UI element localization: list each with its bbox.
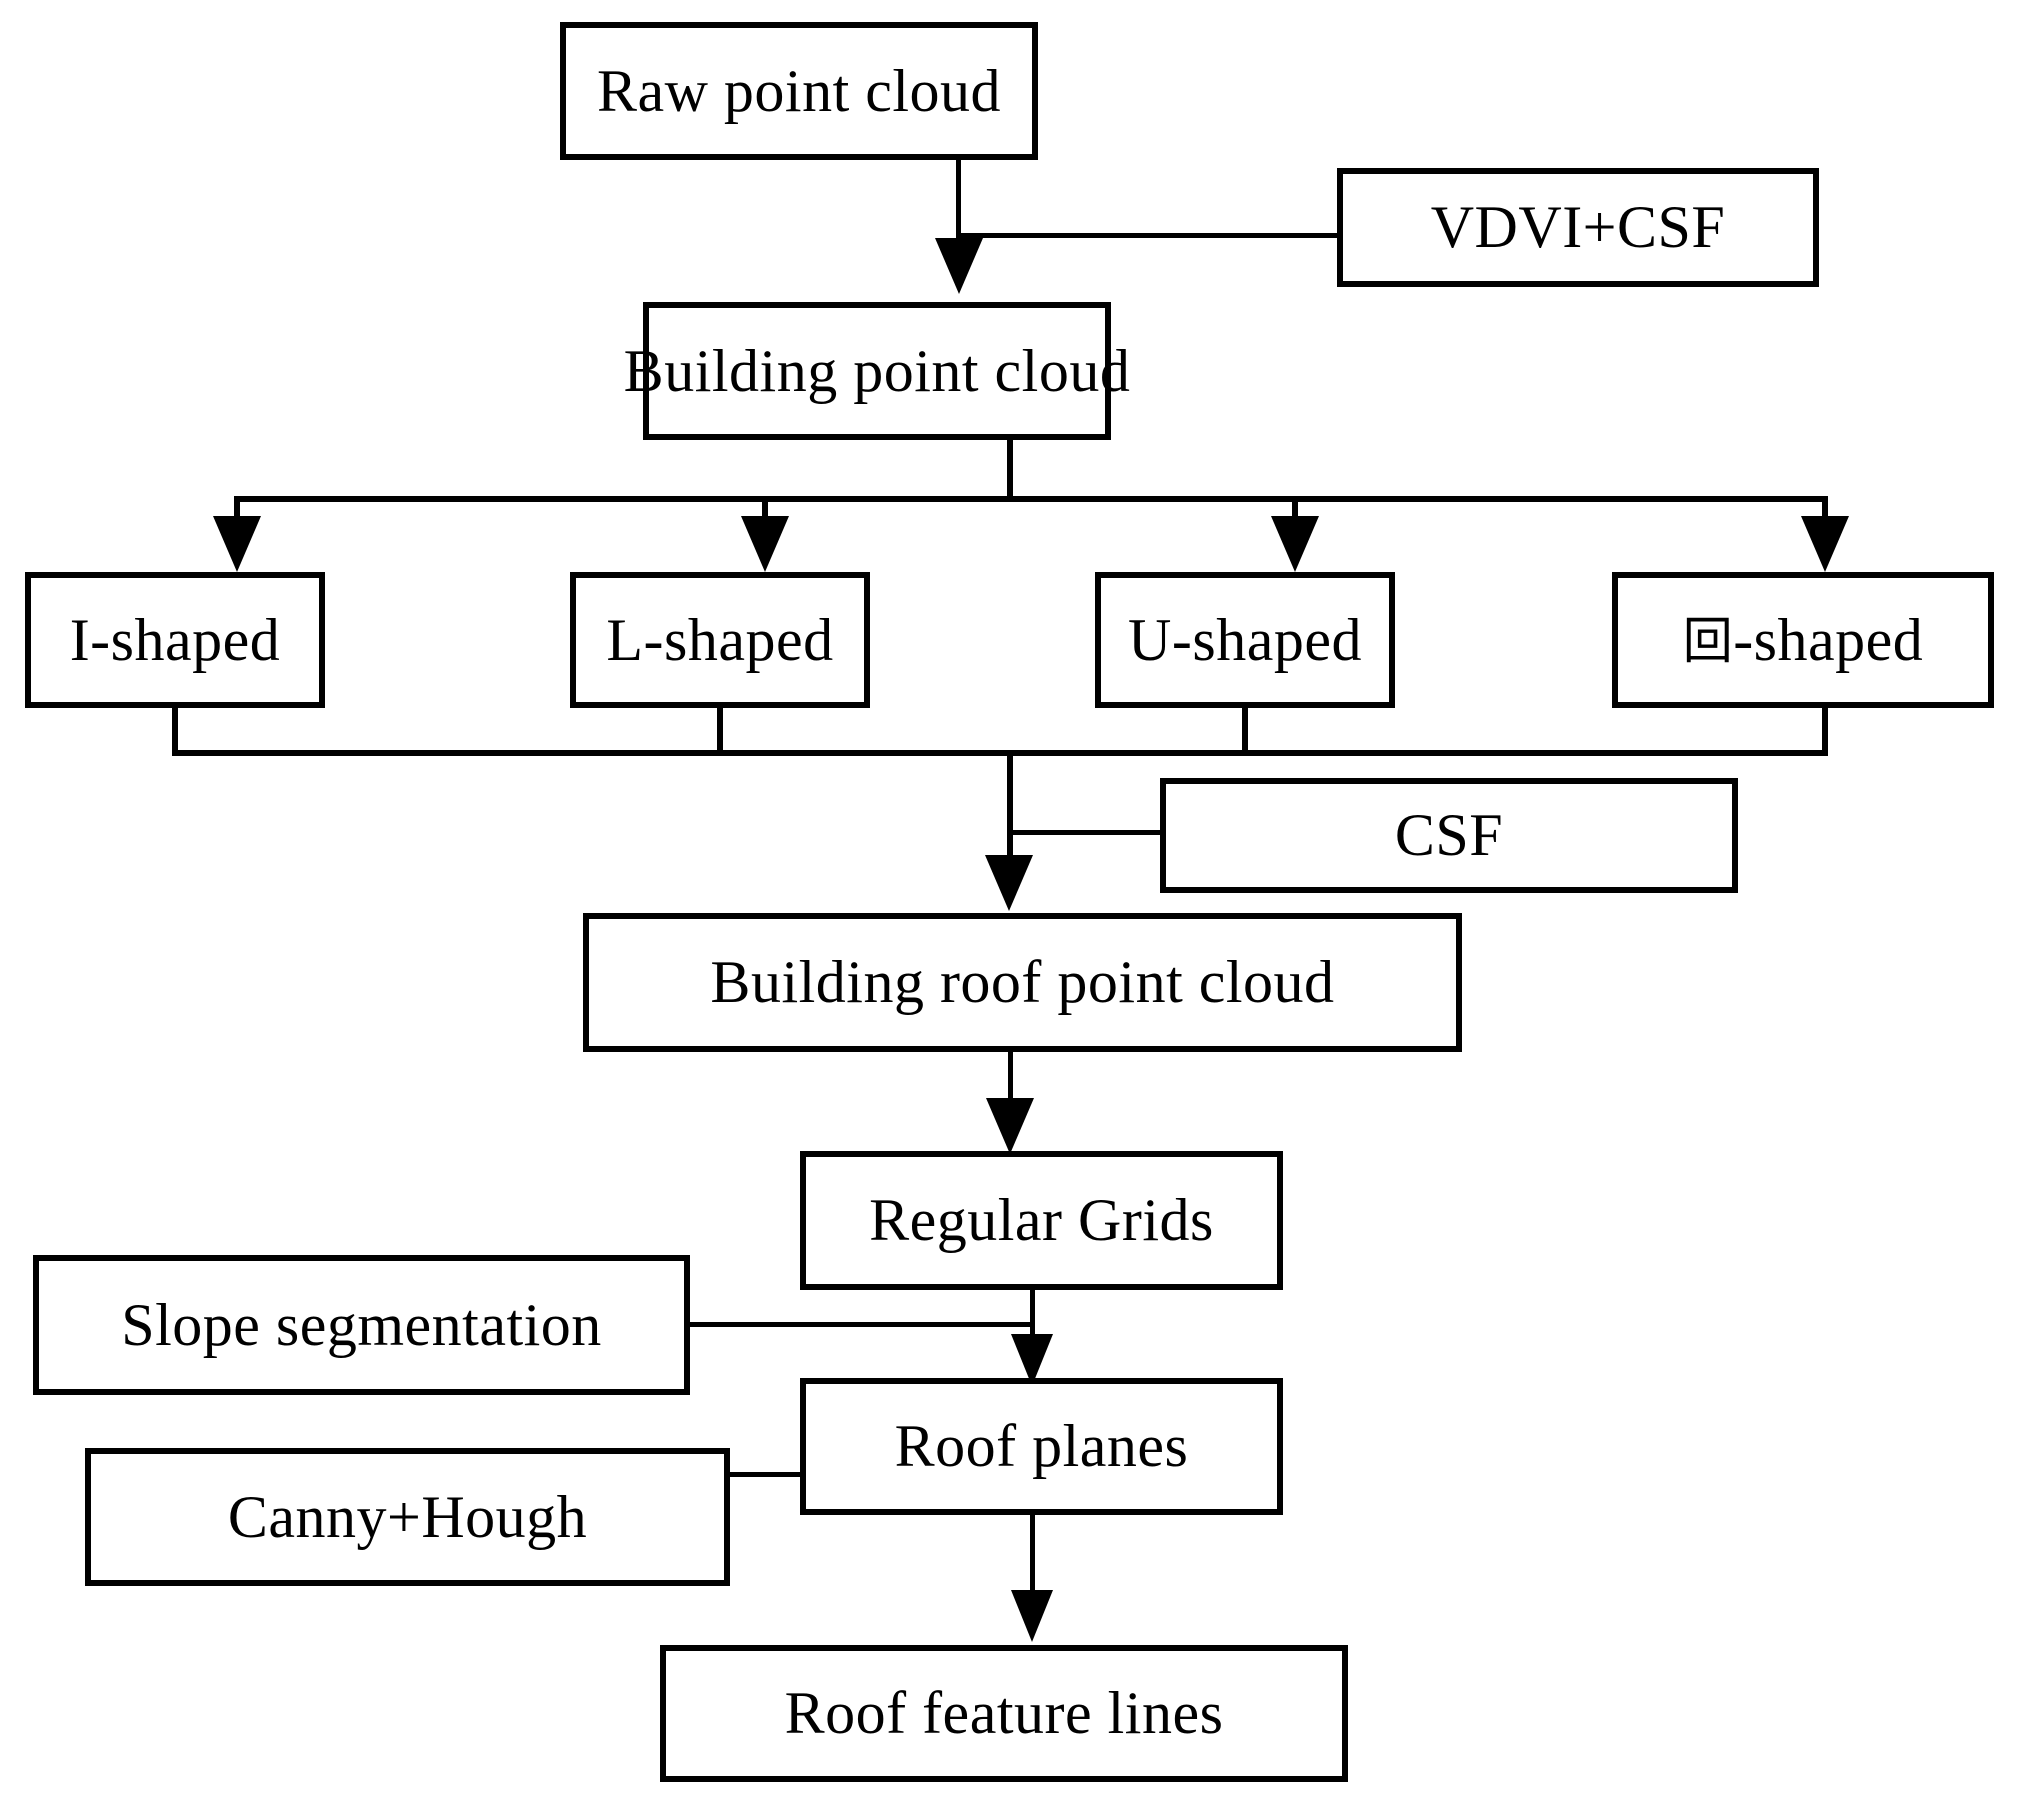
edge-shape-distribution-bus — [234, 496, 1828, 502]
arrowhead-into-shape-hui — [1801, 516, 1849, 572]
edge-roofcloud-to-grids-vertical — [1008, 1052, 1013, 1112]
node-shape-hui-label: 回-shaped — [1682, 606, 1924, 673]
arrowhead-into-regular-grids — [986, 1098, 1034, 1154]
node-regular-grids-label: Regular Grids — [869, 1187, 1214, 1253]
node-csf: CSF — [1160, 778, 1738, 893]
node-canny-hough: Canny+Hough — [85, 1448, 730, 1586]
node-raw-point-cloud-label: Raw point cloud — [596, 57, 1002, 124]
node-building-roof-point-cloud-label: Building roof point cloud — [710, 949, 1335, 1015]
node-slope-segmentation-label: Slope segmentation — [121, 1291, 602, 1358]
edge-planes-to-lines-vertical — [1030, 1515, 1035, 1598]
node-shape-u-label: U-shaped — [1128, 606, 1362, 673]
node-roof-feature-lines-label: Roof feature lines — [784, 1680, 1224, 1746]
node-building-roof-point-cloud: Building roof point cloud — [583, 913, 1462, 1052]
arrowhead-into-roof-feature-lines — [1011, 1590, 1053, 1642]
node-roof-feature-lines: Roof feature lines — [660, 1645, 1348, 1782]
edge-raw-to-building-vertical — [956, 160, 961, 238]
arrowhead-into-roof-planes — [1011, 1334, 1053, 1386]
node-roof-planes: Roof planes — [800, 1378, 1283, 1515]
edge-shape-merge-bus — [172, 750, 1828, 756]
edge-shape-hui-down — [1822, 708, 1828, 756]
edge-shape-u-down — [1242, 708, 1248, 756]
edge-grids-to-planes-vertical — [1030, 1290, 1035, 1375]
node-building-point-cloud: Building point cloud — [624, 302, 1130, 440]
edge-csf-to-spine — [1007, 830, 1162, 835]
hui-character-glyph: 回 — [1682, 611, 1734, 670]
node-regular-grids: Regular Grids — [800, 1151, 1283, 1290]
node-slope-segmentation: Slope segmentation — [33, 1255, 690, 1395]
node-shape-hui-suffix: -shaped — [1733, 606, 1924, 673]
node-shape-u: U-shaped — [1095, 572, 1395, 708]
edge-merge-to-roof-vertical — [1007, 750, 1013, 895]
edge-vdvi-to-spine — [956, 233, 1340, 238]
arrowhead-into-shape-u — [1271, 516, 1319, 572]
arrowhead-into-building-roof-point-cloud — [985, 855, 1033, 911]
node-vdvi-csf-label: VDVI+CSF — [1430, 194, 1726, 260]
node-shape-hui: 回-shaped — [1612, 572, 1994, 708]
node-csf-label: CSF — [1394, 802, 1504, 868]
node-shape-l: L-shaped — [570, 572, 870, 708]
node-vdvi-csf: VDVI+CSF — [1337, 168, 1819, 287]
arrowhead-into-building-point-cloud — [935, 238, 983, 294]
arrowhead-into-shape-l — [741, 516, 789, 572]
edge-building-to-distribution-vertical — [1007, 440, 1013, 502]
arrowhead-into-shape-i — [213, 516, 261, 572]
node-building-point-cloud-label: Building point cloud — [623, 337, 1131, 404]
node-shape-i: I-shaped — [25, 572, 325, 708]
node-shape-l-label: L-shaped — [606, 606, 834, 673]
edge-shape-l-down — [717, 708, 723, 756]
node-raw-point-cloud: Raw point cloud — [560, 22, 1038, 160]
node-roof-planes-label: Roof planes — [894, 1413, 1189, 1479]
node-shape-i-label: I-shaped — [69, 606, 281, 673]
edge-shape-i-down — [172, 708, 178, 756]
node-canny-hough-label: Canny+Hough — [227, 1483, 588, 1550]
edge-slope-to-spine — [690, 1322, 1033, 1327]
